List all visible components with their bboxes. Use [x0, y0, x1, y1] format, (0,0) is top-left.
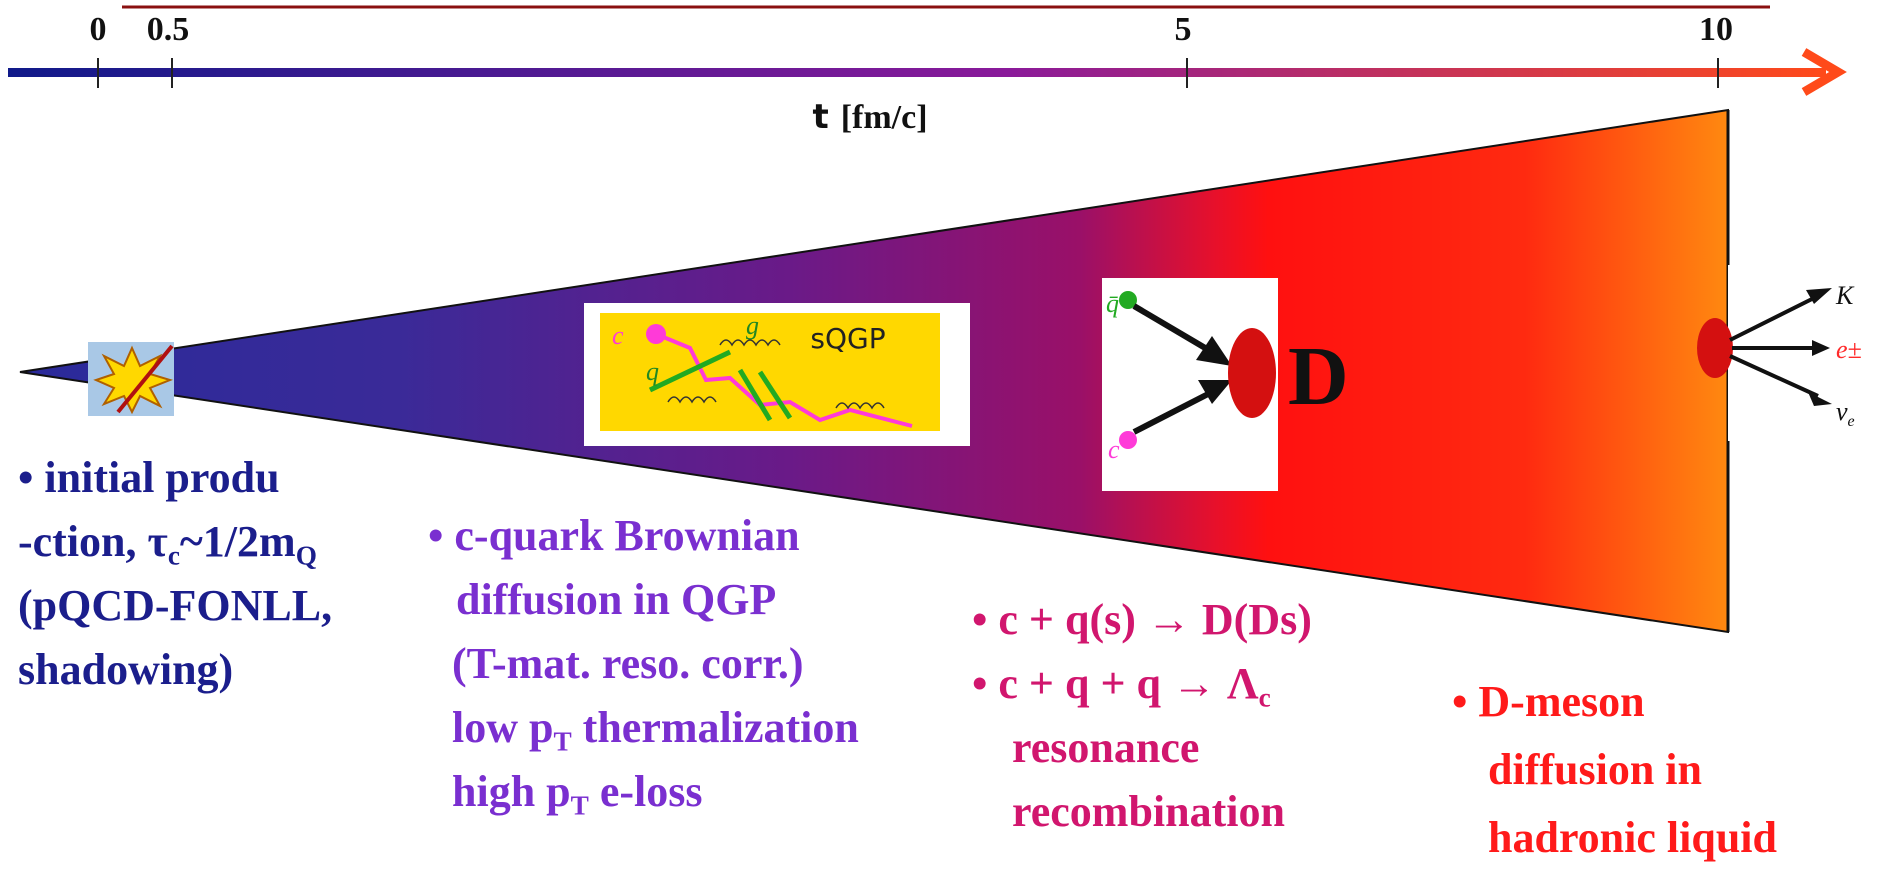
neutrino-sub: e: [1848, 413, 1855, 430]
gluon-icon-2: [667, 396, 717, 404]
tick-label-10: 10: [1699, 11, 1733, 48]
antiquark-icon: [1119, 291, 1137, 309]
neutrino-label: νe: [1836, 397, 1855, 430]
decaying-meson-icon: [1697, 318, 1733, 378]
qgp-box: c q g sQGP: [584, 303, 970, 446]
neutrino-symbol: ν: [1836, 397, 1848, 426]
gluon-icon-1: [719, 339, 781, 347]
tau-rest: ~1/2m: [179, 517, 296, 566]
d-meson-diffusion-text: • D-meson diffusion in hadronic liquid: [1452, 668, 1777, 872]
axis-title: t [fm/c]: [812, 97, 927, 137]
c-label: c: [1108, 435, 1120, 464]
qgp-q-label: q: [646, 357, 659, 386]
dmeson-line-1: • D-meson: [1452, 677, 1645, 726]
lambda-sub: c: [1258, 682, 1271, 713]
tau-sub: c: [167, 540, 180, 571]
collision-icon: [88, 342, 174, 416]
d-meson-label: D: [1288, 330, 1349, 423]
recomb-line-2-a: • c + q + q → Λ: [972, 659, 1259, 708]
axis-arrowhead: [1801, 48, 1847, 96]
electron-label: e±: [1836, 335, 1862, 364]
brownian-text: • c-quark Brownian diffusion in QGP (T-m…: [428, 504, 859, 824]
qbar-label: q̄: [1106, 289, 1119, 318]
time-axis: 0 0.5 5 10 t [fm/c]: [8, 11, 1847, 137]
decay-diagram: K e± νe: [1697, 265, 1878, 441]
initial-line-4: shadowing): [18, 645, 234, 694]
brownian-line-4-b: thermalization: [571, 703, 859, 752]
brownian-line-4-a: low p: [452, 703, 554, 752]
brownian-line-4: low pT thermalization: [452, 696, 859, 760]
qgp-label: sQGP: [810, 322, 885, 355]
initial-production-text: • initial produ -ction, τc~1/2mQ (pQCD-F…: [18, 446, 332, 702]
recombination-text: • c + q(s) → D(Ds) • c + q + q → Λc reso…: [972, 588, 1312, 844]
recomb-line-2: • c + q + q → Λc: [972, 652, 1312, 716]
axis-line: [8, 68, 1826, 77]
pt-sub-1: T: [553, 726, 572, 757]
pt-sub-2: T: [570, 790, 589, 821]
dmeson-line-2: diffusion in: [1488, 745, 1702, 794]
kaon-label: K: [1835, 281, 1855, 310]
qgp-g-label: g: [746, 311, 759, 340]
recomb-line-1: • c + q(s) → D(Ds): [972, 595, 1312, 644]
d-meson-icon: [1228, 328, 1276, 418]
gluon-icon-3: [835, 402, 885, 410]
tick-label-0.5: 0.5: [147, 11, 190, 48]
brownian-line-2: diffusion in QGP: [456, 575, 777, 624]
recomb-line-4: recombination: [1012, 787, 1285, 836]
dmeson-line-3: hadronic liquid: [1488, 813, 1777, 862]
initial-line-1: • initial produ: [18, 453, 280, 502]
recomb-line-3: resonance: [1012, 723, 1200, 772]
tick-label-0: 0: [90, 11, 107, 48]
axis-title-symbol: t: [812, 97, 828, 137]
charm-icon: [1119, 431, 1137, 449]
brownian-line-5-b: e-loss: [588, 767, 703, 816]
mq-sub: Q: [295, 540, 317, 571]
brownian-line-5-a: high p: [452, 767, 571, 816]
brownian-line-1: • c-quark Brownian: [428, 511, 800, 560]
brownian-line-5: high pT e-loss: [452, 760, 859, 824]
brownian-line-3: (T-mat. reso. corr.): [452, 639, 804, 688]
qgp-c-label: c: [612, 321, 624, 350]
tick-label-5: 5: [1175, 11, 1192, 48]
initial-line-2-text: -ction, τ: [18, 517, 168, 566]
initial-line-2: -ction, τc~1/2mQ: [18, 510, 332, 574]
axis-title-unit: [fm/c]: [841, 99, 928, 136]
initial-line-3: (pQCD-FONLL,: [18, 581, 333, 630]
d-formation-box: q̄ c D: [1102, 278, 1349, 491]
